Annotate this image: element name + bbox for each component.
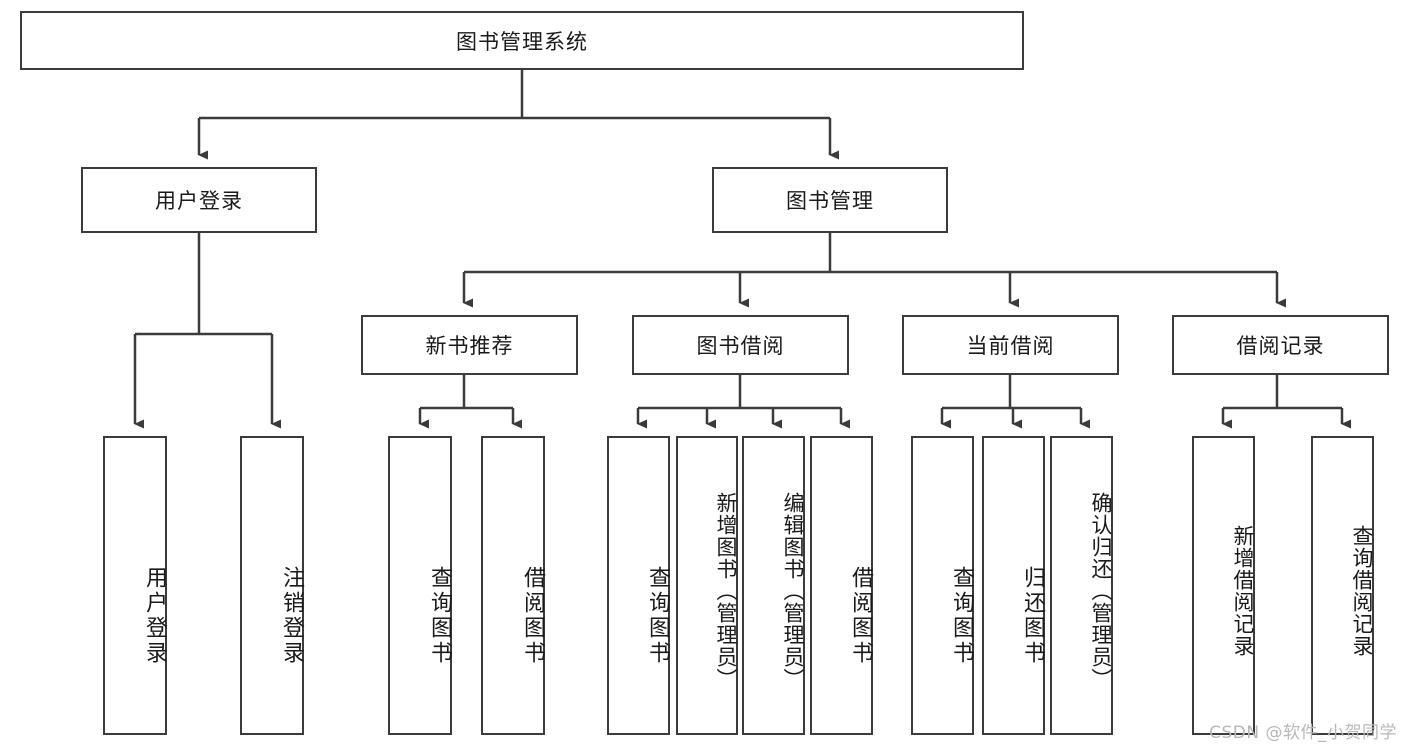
node-label: 新增借阅记录 bbox=[1231, 524, 1255, 657]
node-leaf-edit-book-admin[interactable]: 编辑图书（管理员） bbox=[742, 436, 805, 735]
node-leaf-query-book-2[interactable]: 查询图书 bbox=[607, 436, 670, 735]
node-label: 当前借阅 bbox=[966, 334, 1055, 358]
node-new-book-recommend[interactable]: 新书推荐 bbox=[361, 315, 578, 375]
node-label: 编辑图书（管理员） bbox=[781, 491, 805, 690]
node-user-login[interactable]: 用户登录 bbox=[81, 167, 317, 233]
node-leaf-borrow-book-1[interactable]: 借阅图书 bbox=[481, 436, 545, 735]
watermark-text: CSDN @软件_小贺同学 bbox=[1209, 723, 1397, 743]
node-leaf-query-book-1[interactable]: 查询图书 bbox=[388, 436, 452, 735]
node-label: 查询借阅记录 bbox=[1350, 524, 1374, 657]
node-label: 用户登录 bbox=[142, 565, 167, 666]
node-label: 图书管理系统 bbox=[456, 29, 588, 54]
node-label: 注销登录 bbox=[279, 565, 304, 666]
node-leaf-confirm-return-admin[interactable]: 确认归还（管理员） bbox=[1050, 436, 1113, 735]
node-leaf-user-login[interactable]: 用户登录 bbox=[103, 436, 167, 735]
node-label: 新书推荐 bbox=[425, 334, 514, 358]
node-leaf-add-book-admin[interactable]: 新增图书（管理员） bbox=[676, 436, 738, 735]
node-label: 图书管理 bbox=[786, 189, 874, 213]
node-label: 借阅图书 bbox=[848, 565, 873, 666]
node-label: 用户登录 bbox=[155, 189, 243, 213]
node-root-book-management-system[interactable]: 图书管理系统 bbox=[20, 11, 1024, 70]
node-label: 查询图书 bbox=[645, 565, 670, 666]
connector-group bbox=[133, 70, 1351, 429]
node-label: 归还图书 bbox=[1020, 565, 1045, 666]
node-label: 查询图书 bbox=[949, 565, 974, 666]
node-label: 新增图书（管理员） bbox=[714, 491, 738, 690]
node-leaf-add-borrow-record[interactable]: 新增借阅记录 bbox=[1192, 436, 1255, 735]
node-book-borrow[interactable]: 图书借阅 bbox=[632, 315, 849, 375]
node-leaf-return-book[interactable]: 归还图书 bbox=[982, 436, 1045, 735]
node-borrow-record[interactable]: 借阅记录 bbox=[1172, 315, 1389, 375]
node-label: 确认归还（管理员） bbox=[1089, 491, 1113, 690]
node-leaf-query-borrow-record[interactable]: 查询借阅记录 bbox=[1311, 436, 1374, 735]
node-current-borrow[interactable]: 当前借阅 bbox=[902, 315, 1119, 375]
node-leaf-logout-login[interactable]: 注销登录 bbox=[240, 436, 304, 735]
node-book-management[interactable]: 图书管理 bbox=[712, 167, 948, 233]
node-leaf-query-book-3[interactable]: 查询图书 bbox=[911, 436, 974, 735]
node-label: 借阅图书 bbox=[520, 565, 545, 666]
node-leaf-borrow-book-2[interactable]: 借阅图书 bbox=[810, 436, 873, 735]
node-label: 借阅记录 bbox=[1236, 334, 1325, 358]
node-label: 图书借阅 bbox=[696, 334, 785, 358]
node-label: 查询图书 bbox=[427, 565, 452, 666]
